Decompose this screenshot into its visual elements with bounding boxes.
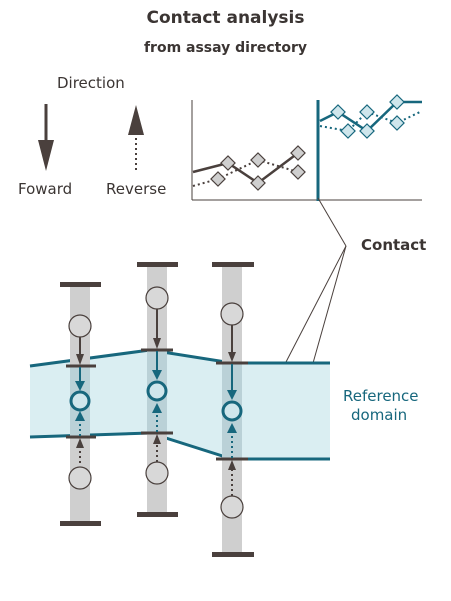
legend-heading: Direction: [57, 74, 125, 92]
diagram-subtitle: from assay directory: [143, 40, 308, 56]
contact-label: Contact: [361, 236, 427, 254]
diagram-title: Contact analysis: [146, 8, 305, 28]
start-circles: [68, 286, 244, 519]
reverse-arrow-icon: [128, 105, 144, 173]
forward-arrows: [75, 309, 237, 400]
contact-circles: [69, 380, 243, 422]
forward-arrow-icon: [38, 104, 54, 171]
reference-domain-label-line1: Reference: [343, 387, 419, 405]
reference-domain-label-line2: domain: [351, 406, 408, 424]
contact-inset-plot: [191, 94, 423, 201]
legend-reverse-label: Reverse: [106, 180, 167, 198]
legend-forward-label: Foward: [18, 180, 73, 198]
reverse-arrows: [75, 403, 237, 496]
rod-contact-ticks: [66, 348, 248, 461]
